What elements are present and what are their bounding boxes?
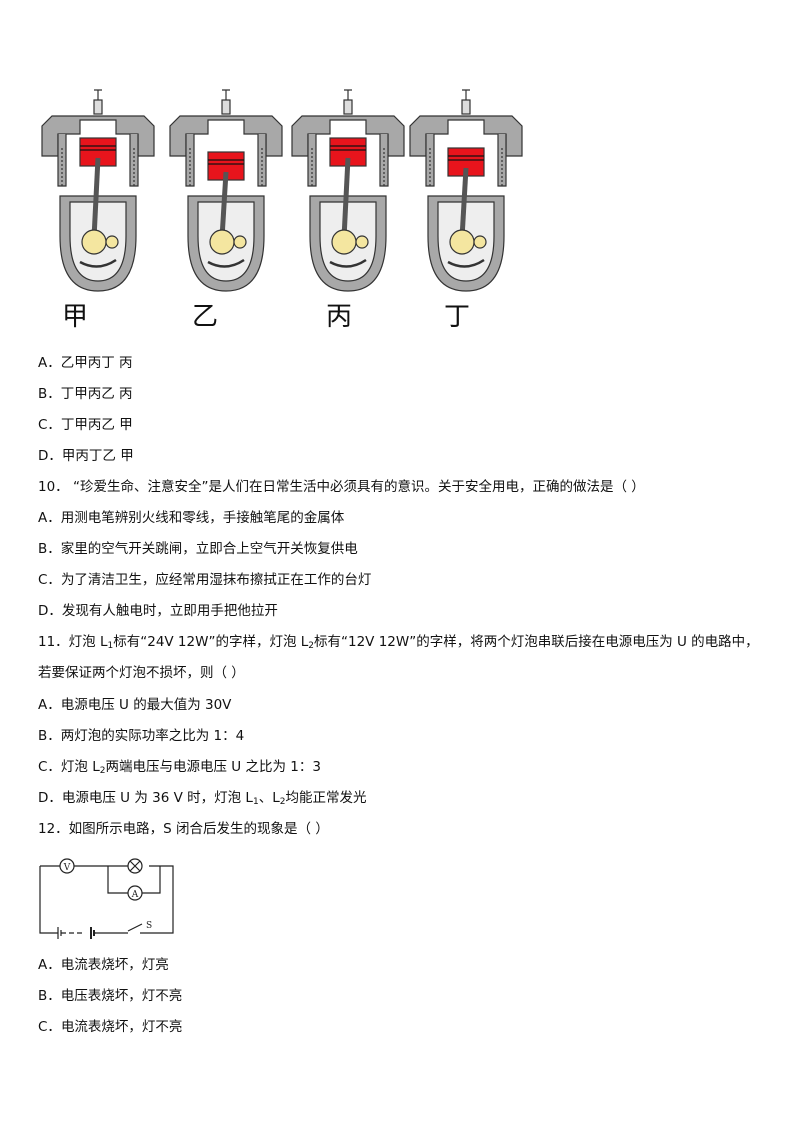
engine-ding <box>409 89 523 292</box>
engine-label-bing: 丙 <box>326 302 353 332</box>
q11-option-b: B．两灯泡的实际功率之比为 1：4 <box>38 728 245 744</box>
lamp-icon <box>127 858 143 874</box>
engine-label-yi: 乙 <box>192 302 219 332</box>
svg-text:A: A <box>131 890 139 900</box>
circuit-wires <box>39 865 174 934</box>
q12-option-c: C．电流表烧坏，灯不亮 <box>38 1019 183 1035</box>
q11-option-c: C．灯泡 L2两端电压与电源电压 U 之比为 1：3 <box>38 759 321 776</box>
engine-label-ding: 丁 <box>444 302 471 332</box>
engine-label-jia: 甲 <box>62 302 89 332</box>
battery-icon <box>57 927 96 939</box>
q11-option-d: D．电源电压 U 为 36 V 时，灯泡 L1、L2均能正常发光 <box>38 790 367 807</box>
q12-option-a: A．电流表烧坏，灯亮 <box>38 957 169 973</box>
q10-stem: 10． “珍爱生命、注意安全”是人们在日常生活中必须具有的意识。关于安全用电，正… <box>38 479 645 495</box>
engine-yi <box>169 89 283 292</box>
circuit-diagram: V A S <box>39 858 174 939</box>
q11-stem: 11．灯泡 L1标有“24V 12W”的字样，灯泡 L2标有“12V 12W”的… <box>38 634 759 651</box>
q12-stem: 12．如图所示电路，S 闭合后发生的现象是（ ） <box>38 821 329 837</box>
q9-option-c: C．丁甲丙乙 甲 <box>38 417 133 433</box>
q10-option-b: B．家里的空气开关跳闸，立即合上空气开关恢复供电 <box>38 541 358 557</box>
q9-option-b: B．丁甲丙乙 丙 <box>38 386 133 402</box>
q12-option-b: B．电压表烧坏，灯不亮 <box>38 988 183 1004</box>
q11-option-a: A．电源电压 U 的最大值为 30V <box>38 697 232 713</box>
q10-option-d: D．发现有人触电时，立即用手把他拉开 <box>38 603 278 619</box>
ammeter-icon: A <box>127 885 143 901</box>
engine-bing <box>291 89 405 292</box>
q9-option-d: D．甲丙丁乙 甲 <box>38 448 134 464</box>
q10-option-a: A．用测电笔辨别火线和零线，手接触笔尾的金属体 <box>38 510 345 526</box>
engine-jia <box>41 89 155 292</box>
voltmeter-icon: V <box>59 858 75 874</box>
q9-option-a: A．乙甲丙丁 丙 <box>38 355 133 371</box>
switch-label: S <box>146 921 152 931</box>
engine-diagrams <box>41 89 523 292</box>
q10-option-c: C．为了清洁卫生，应经常用湿抹布擦拭正在工作的台灯 <box>38 572 372 588</box>
q11-stem-line2: 若要保证两个灯泡不损坏，则（ ） <box>38 665 245 681</box>
svg-text:V: V <box>63 863 71 873</box>
